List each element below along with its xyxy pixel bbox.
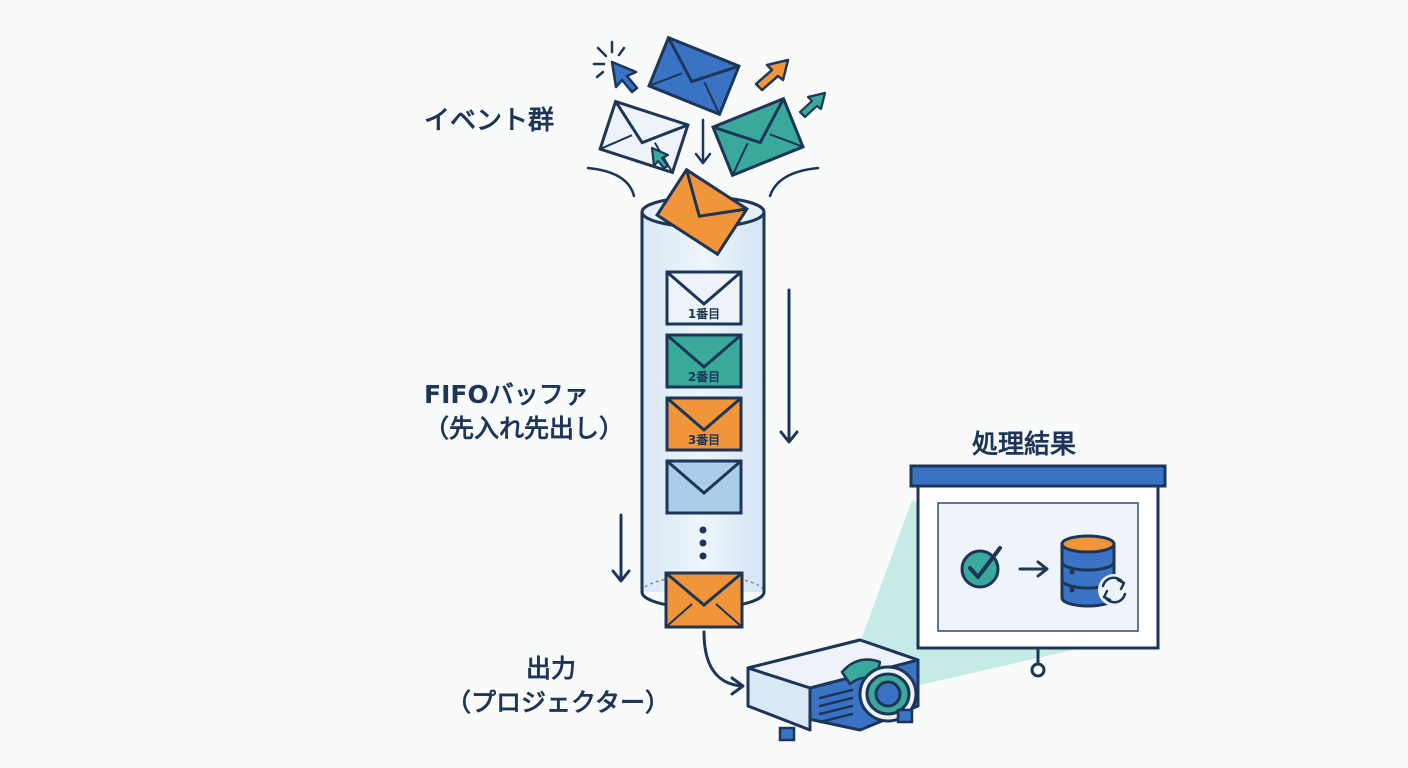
event-envelope-blue-icon [647, 35, 741, 117]
output-arrow-icon [702, 630, 745, 696]
cursor-icon [592, 40, 639, 94]
motion-arc-left [586, 166, 636, 198]
queue-item-2-label: 2番目 [688, 369, 720, 384]
result-label: 処理結果 [972, 430, 1077, 460]
buffer-label-line2: （先入れ先出し） [424, 414, 625, 443]
cursor-small-icon [650, 146, 670, 170]
sync-icon [1098, 574, 1130, 606]
output-label-line1: 出力 [525, 654, 576, 683]
event-envelope-white-icon [598, 99, 690, 175]
teal-arrow-icon [798, 91, 827, 119]
orange-arrow-icon [754, 58, 790, 92]
check-icon [960, 546, 1002, 589]
screen-icon [909, 464, 1167, 678]
queue-item-1-label: 1番目 [688, 306, 720, 321]
output-label: 出力 （プロジェクター） [446, 652, 671, 720]
queue-item-3-label: 3番目 [688, 432, 720, 447]
projector-icon [746, 638, 920, 742]
events-label: イベント群 [424, 106, 555, 136]
queue-item-3: 3番目 [665, 396, 743, 452]
output-label-line2: （プロジェクター） [446, 688, 671, 717]
buffer-label-line1: FIFOバッファ [424, 380, 589, 409]
flow-arrow-left [611, 513, 631, 583]
entering-envelope-icon [655, 167, 749, 257]
output-envelope-icon [664, 571, 744, 629]
queue-item-4 [665, 459, 743, 515]
incoming-arrow-icon [694, 118, 712, 165]
motion-arc-right [768, 166, 820, 198]
event-envelope-teal-icon [711, 96, 805, 178]
queue-item-2: 2番目 [665, 333, 743, 389]
flow-arrow-right [779, 288, 799, 444]
buffer-label: FIFOバッファ （先入れ先出し） [424, 378, 624, 446]
queue-item-1: 1番目 [665, 270, 743, 326]
result-arrow-icon [1018, 560, 1049, 578]
